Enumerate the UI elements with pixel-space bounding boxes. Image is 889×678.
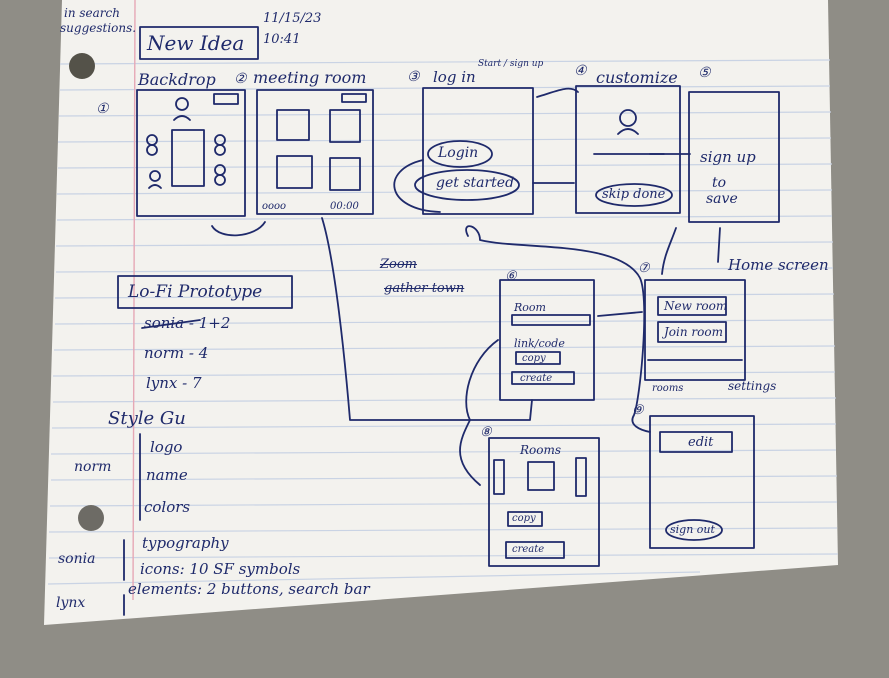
screen-2-number: ②: [234, 71, 247, 87]
screen-6-copy-button[interactable]: copy: [522, 353, 546, 364]
login-button[interactable]: Login: [438, 145, 479, 161]
struck-zoom: Zoom: [380, 257, 418, 272]
guide-typography: typography: [142, 534, 229, 552]
settings-tab[interactable]: settings: [728, 379, 777, 393]
screen-6-create-button[interactable]: create: [520, 373, 553, 384]
screen-5-number: ⑤: [698, 65, 711, 81]
join-room-button[interactable]: Join room: [664, 325, 723, 339]
screen-3-number: ③: [407, 69, 420, 85]
screen-3-label: log in: [433, 68, 476, 86]
screen-1-number: ①: [96, 101, 109, 117]
screen-6-link: link/code: [514, 337, 565, 350]
screen-8-create-button[interactable]: create: [512, 544, 545, 555]
page-title: New Idea: [147, 31, 245, 55]
screen-7-number: ⑦: [638, 261, 650, 276]
top-note-line1: in search: [64, 6, 120, 20]
sonia-label: sonia: [58, 551, 96, 567]
assign-norm: norm - 4: [144, 344, 209, 362]
style-guide-heading: Style Gu: [108, 408, 186, 429]
guide-icons: icons: 10 SF symbols: [140, 560, 301, 578]
assign-sonia: sonia - 1+2: [144, 314, 231, 332]
date-label: 11/15/23: [263, 11, 322, 26]
screen-2-timer: 00:00: [330, 201, 359, 212]
screen-9-number: ⑨: [632, 403, 644, 418]
sign-out-button[interactable]: sign out: [670, 523, 715, 536]
struck-gather: gather town: [384, 281, 465, 296]
prototype-title: Lo-Fi Prototype: [128, 282, 263, 302]
signup-line1: sign up: [700, 148, 756, 166]
signup-line3: save: [706, 191, 738, 207]
screen-7-label: Home screen: [728, 256, 829, 274]
screen-6-number: ⑥: [505, 269, 517, 284]
screen-2-dots: oooo: [262, 201, 287, 212]
new-room-button[interactable]: New room: [664, 299, 728, 313]
guide-elements: elements: 2 buttons, search bar: [128, 580, 370, 598]
guide-logo: logo: [150, 438, 183, 456]
screen-1-label: Backdrop: [138, 70, 216, 89]
norm-label: norm: [74, 459, 112, 475]
edit-button[interactable]: edit: [688, 435, 714, 450]
screen-6-room: Room: [514, 301, 546, 314]
screen-4-number: ④: [574, 63, 587, 79]
screen-3-label-extra: Start / sign up: [478, 59, 544, 69]
screen-4-label: customize: [596, 68, 678, 87]
signup-line2: to: [712, 175, 727, 191]
skip-done-button[interactable]: skip done: [602, 187, 666, 202]
time-label: 10:41: [263, 32, 301, 47]
lynx-label: lynx: [56, 595, 86, 611]
guide-name: name: [146, 466, 188, 484]
guide-colors: colors: [144, 498, 191, 516]
screen-8-number: ⑧: [480, 425, 492, 440]
screen-8-copy-button[interactable]: copy: [512, 513, 536, 524]
screen-8-title: Rooms: [520, 443, 562, 457]
get-started-button[interactable]: get started: [436, 175, 515, 191]
top-note-line2: suggestions.: [60, 21, 137, 35]
rooms-tab[interactable]: rooms: [652, 383, 684, 394]
assign-lynx: lynx - 7: [146, 374, 202, 392]
screen-2-label: meeting room: [253, 68, 367, 87]
